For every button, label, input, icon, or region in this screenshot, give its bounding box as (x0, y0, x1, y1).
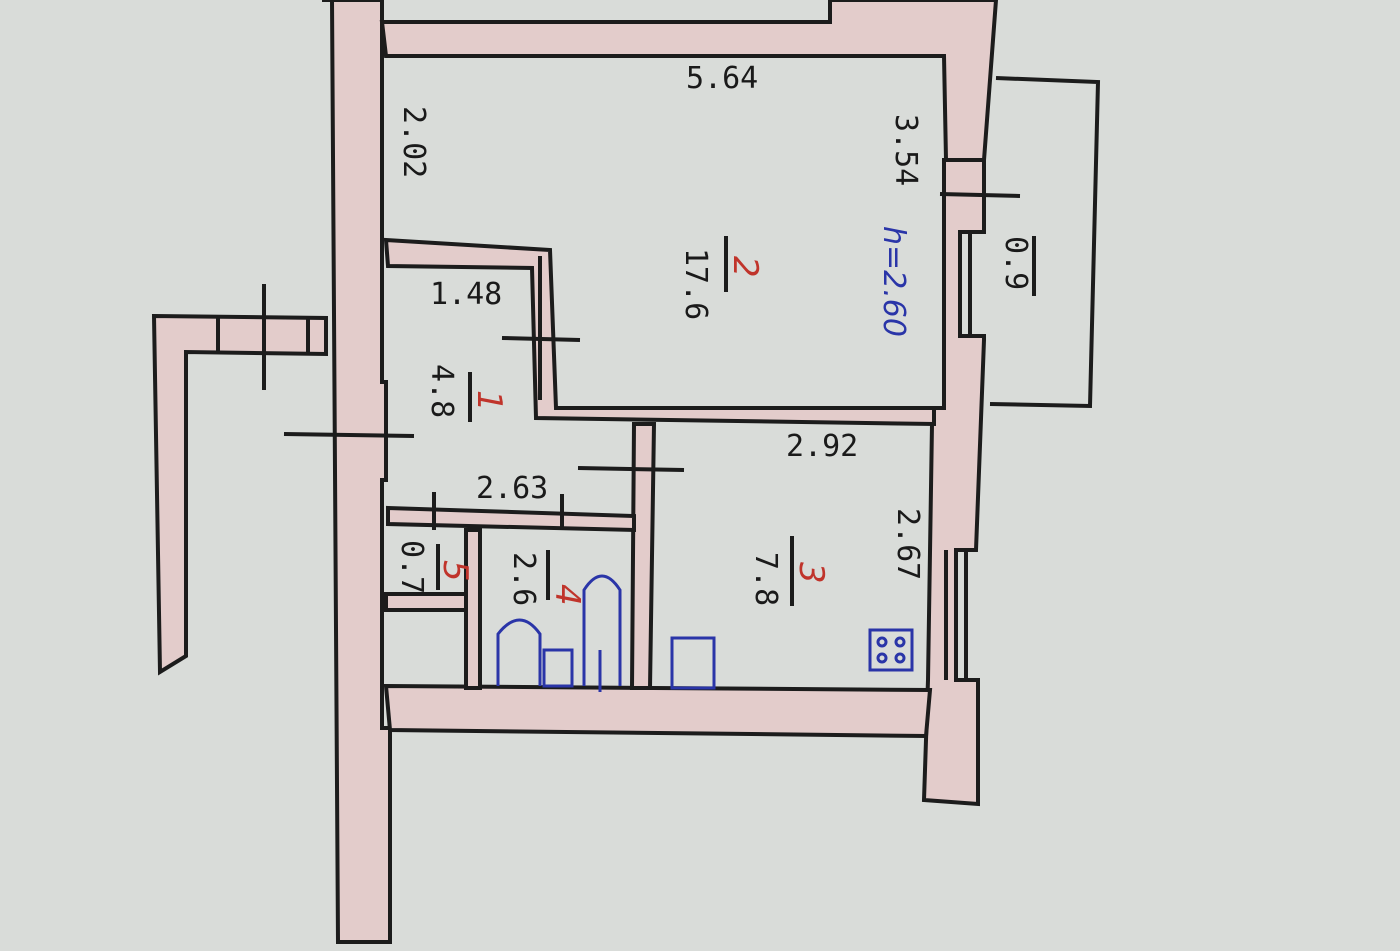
room-numbers: 2 1 3 4 5 (435, 256, 831, 606)
hall-living-wall (383, 237, 936, 427)
room-number-hall: 1 (469, 390, 509, 412)
ceiling-height-note: h=2.60 (876, 226, 911, 337)
stove-burner-2 (894, 636, 906, 648)
room-number-wc: 5 (435, 560, 475, 582)
stove-burner-4 (894, 652, 906, 664)
left-wall (322, 0, 392, 944)
kitchen-sink-icon (670, 636, 716, 690)
living-width-label: 5.64 (686, 61, 758, 96)
balcony-area-label: 0.9 (998, 236, 1033, 290)
room-areas: 17.6 4.8 7.8 2.6 0.7 0.9 (394, 236, 1036, 606)
living-depth-left-label: 2.02 (396, 106, 431, 178)
openings (216, 192, 1021, 680)
entrance-door-tick (283, 432, 415, 438)
room-number-living: 2 (725, 256, 765, 278)
bottom-wall (383, 683, 933, 739)
stove-burner-1 (876, 636, 888, 648)
hall-area-label: 4.8 (424, 364, 459, 418)
kitchen-door-tick (577, 466, 685, 472)
walls (151, 0, 999, 944)
wc-shelf-wall (384, 592, 468, 612)
hall-bottom-width-label: 2.63 (476, 471, 548, 506)
wc-bath-wall (464, 528, 482, 690)
stove-burner-3 (876, 652, 888, 664)
fixtures (496, 574, 914, 692)
balcony-door-line (939, 192, 1021, 198)
room-number-kitchen: 3 (791, 562, 831, 584)
kitchen-area-label: 7.8 (748, 552, 783, 606)
living-depth-right-label: 3.54 (888, 114, 923, 186)
wc-area-label: 0.7 (394, 540, 429, 594)
kitchen-partition (629, 422, 657, 690)
sink-icon (542, 648, 574, 688)
hall-top-width-label: 1.48 (430, 277, 502, 312)
balcony-outline (989, 76, 1101, 409)
dimensions: 5.64 2.02 3.54 1.48 2.63 2.92 2.67 (396, 61, 925, 580)
stove-icon (868, 628, 914, 672)
room-number-bath: 4 (547, 584, 587, 606)
bath-area-label: 2.6 (506, 552, 541, 606)
kitchen-width-label: 2.92 (786, 429, 858, 464)
bathtub-icon (582, 574, 622, 686)
toilet-icon (496, 618, 542, 686)
living-area-label: 17.6 (678, 248, 713, 320)
kitchen-depth-label: 2.67 (890, 508, 925, 580)
wet-zone-top-wall (386, 505, 636, 533)
